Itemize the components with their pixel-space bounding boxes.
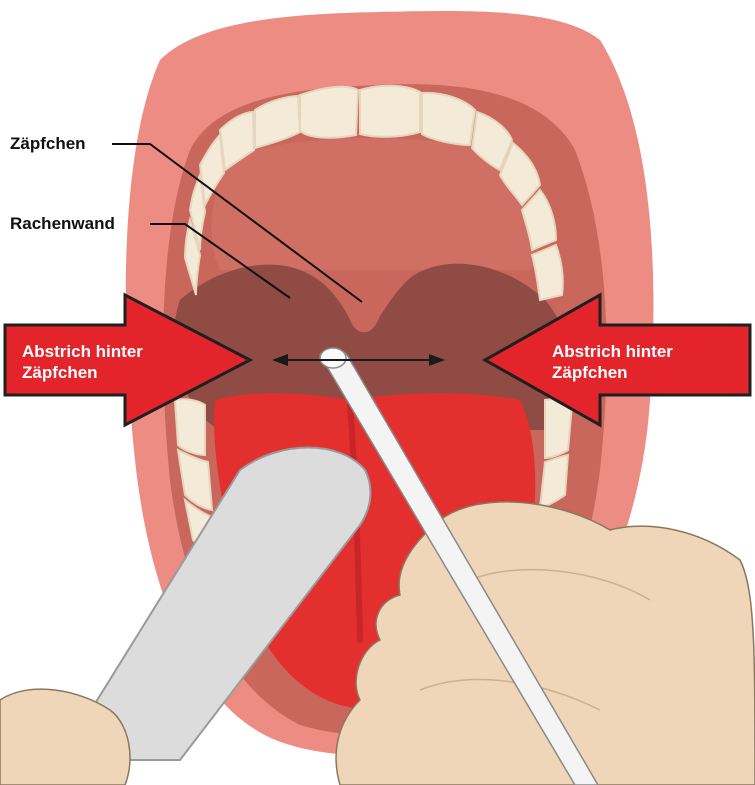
swab-tip (320, 348, 346, 368)
throat-wall-label: Rachenwand (10, 214, 115, 233)
right-arrow-text-line1: Abstrich hinter (552, 342, 673, 361)
right-arrow-text-line2: Zäpfchen (552, 363, 628, 382)
left-arrow-text-line1: Abstrich hinter (22, 342, 143, 361)
uvula-label: Zäpfchen (10, 134, 86, 153)
left-arrow-text-line2: Zäpfchen (22, 363, 98, 382)
